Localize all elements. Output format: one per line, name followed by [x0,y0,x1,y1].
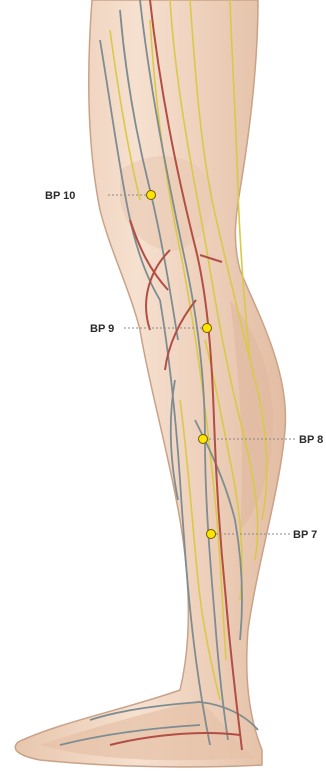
bp7-label: BP 7 [293,529,317,541]
bp9-marker[interactable] [203,324,212,333]
bp8-label: BP 8 [299,434,323,446]
bp8-marker[interactable] [199,435,208,444]
bp10-label: BP 10 [45,190,75,202]
bp7-marker[interactable] [207,530,216,539]
bp9-label: BP 9 [90,323,114,335]
bp10-marker[interactable] [147,191,156,200]
